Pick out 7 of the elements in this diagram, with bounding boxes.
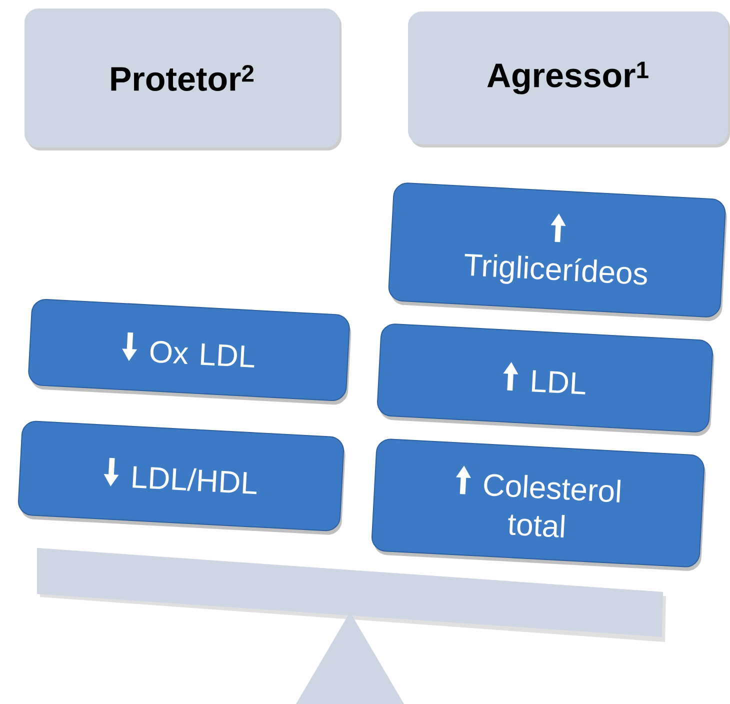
factor-box: Ox LDL [28,298,352,405]
factor-box: LDL [377,324,714,436]
factor-box: Colesterol total [372,438,706,571]
factor-box: Triglicerídeos [388,182,727,321]
factor-box: LDL/HDL [18,420,346,535]
category-box: Agressor$^{1}$ [408,12,730,148]
category-box: Protetor$^{2}$ [24,8,342,150]
